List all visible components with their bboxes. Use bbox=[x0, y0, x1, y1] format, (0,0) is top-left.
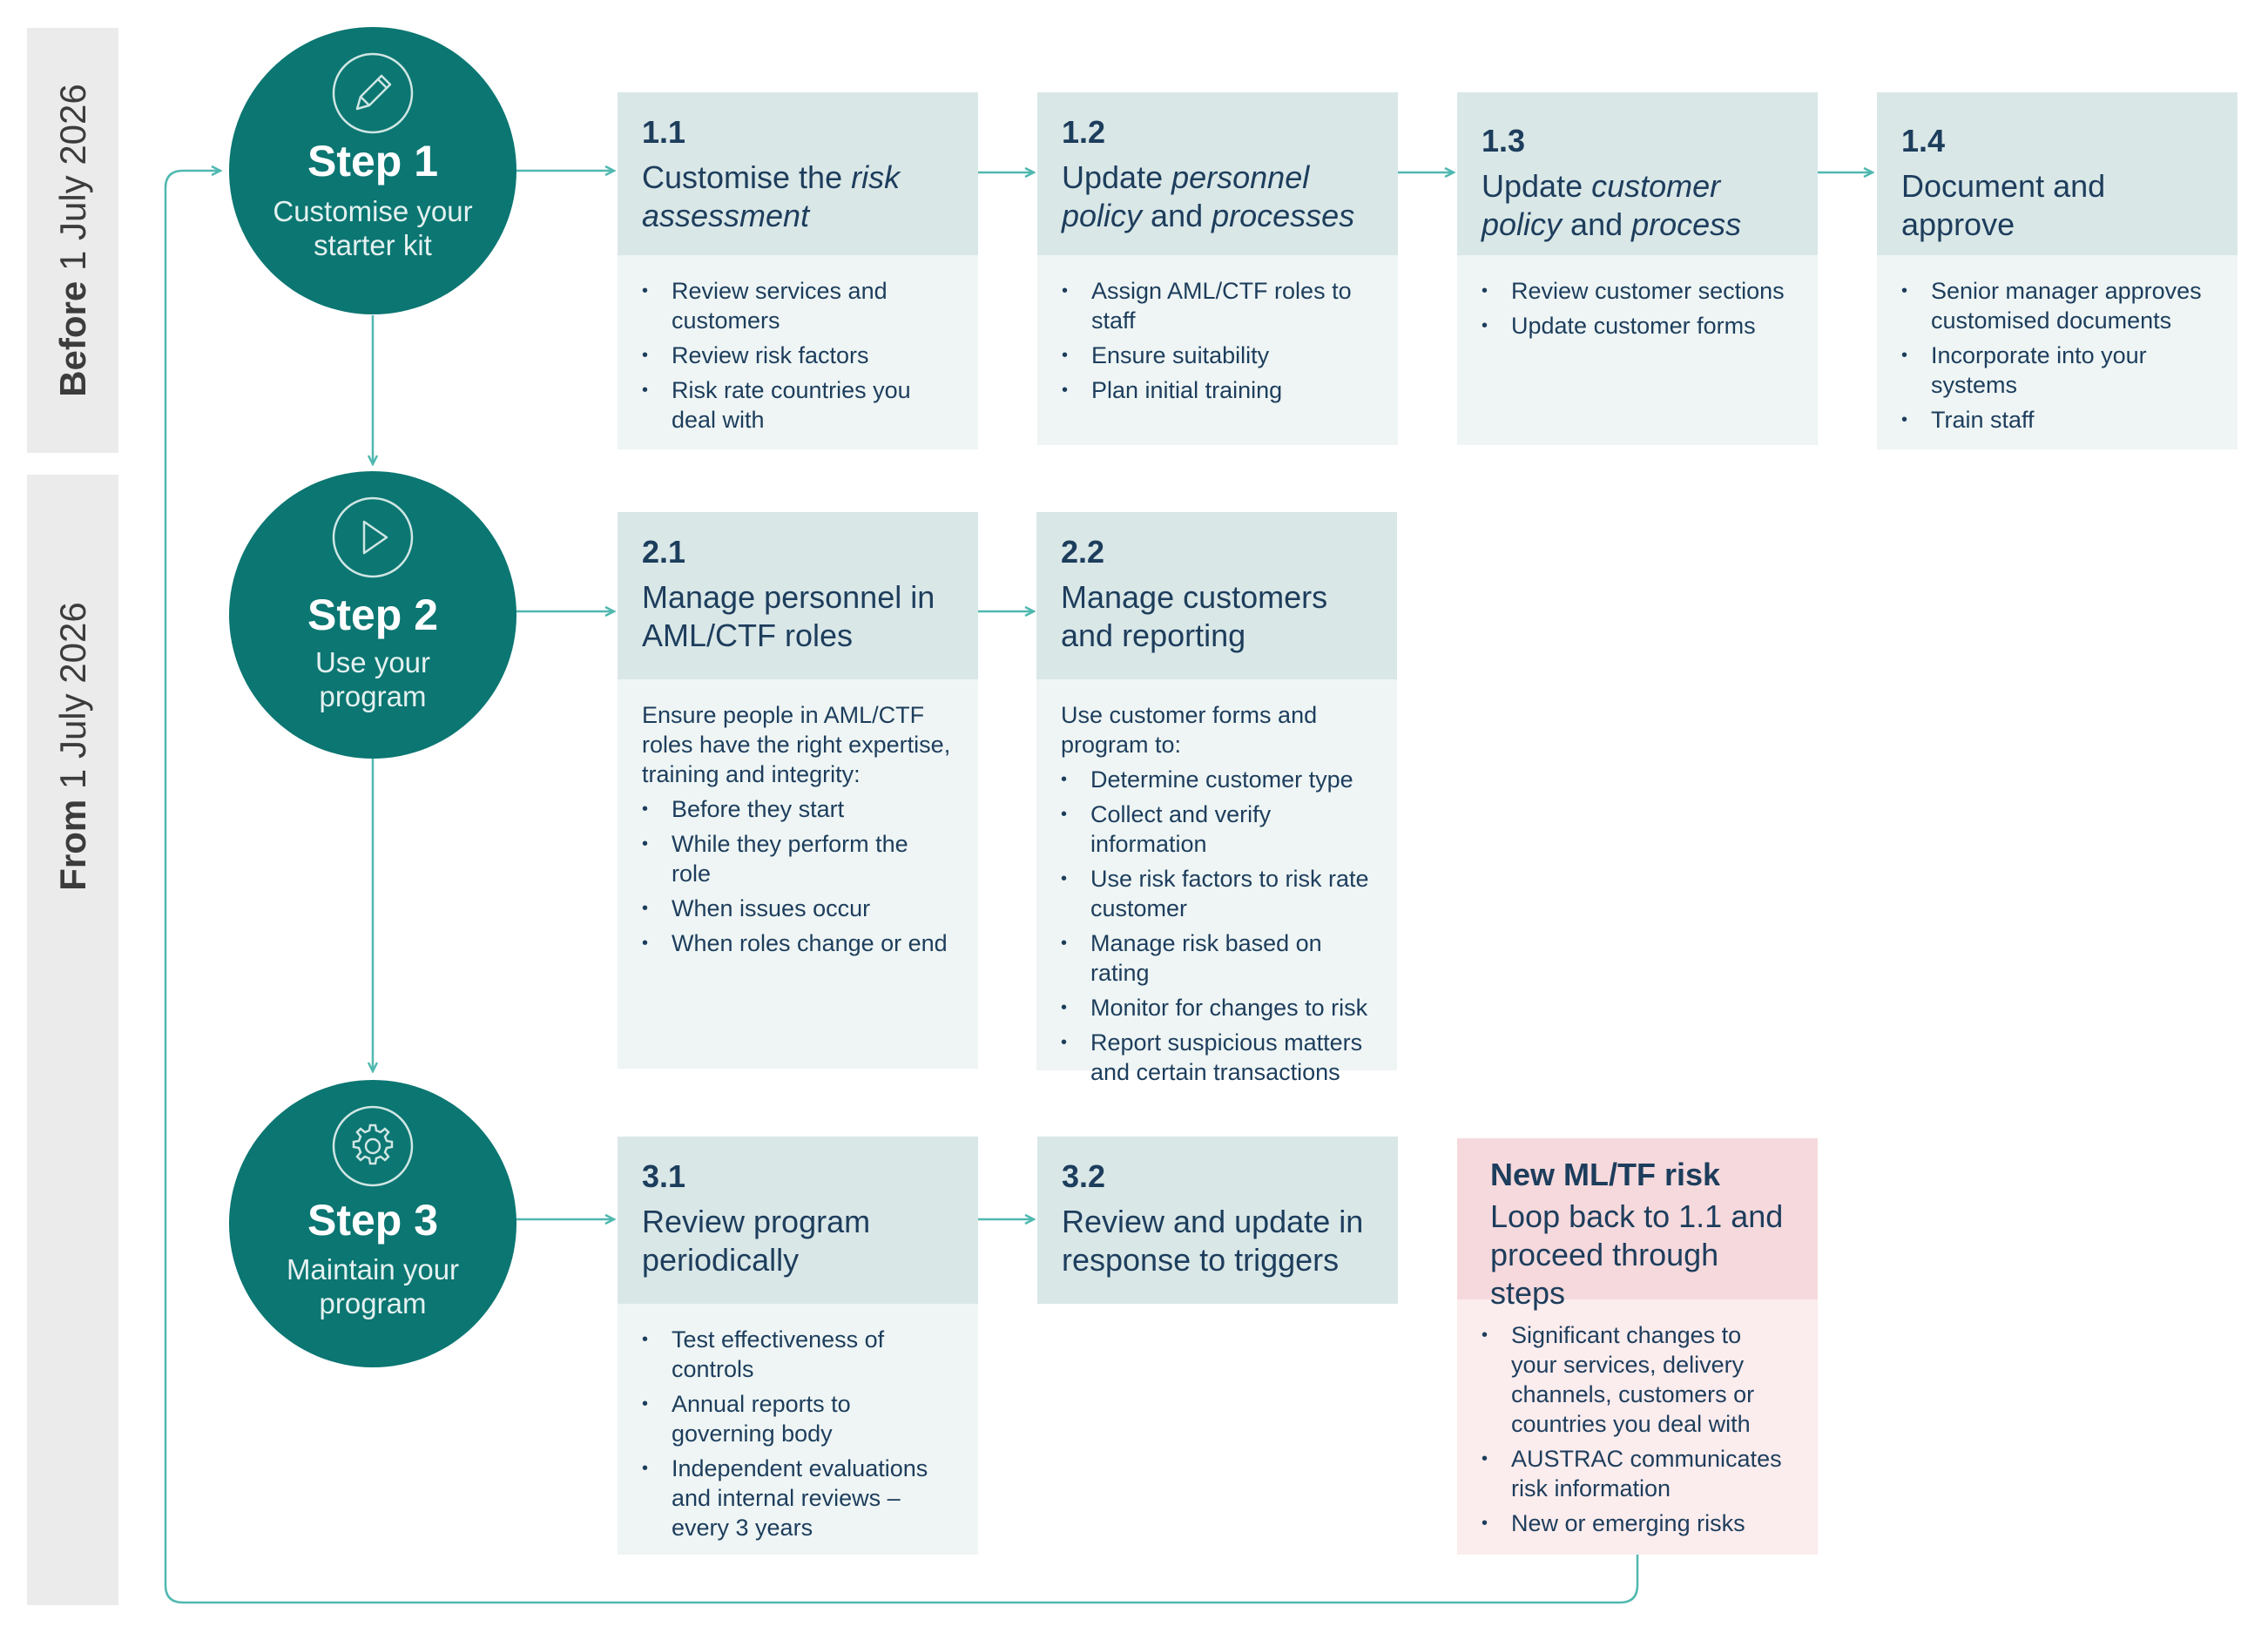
card-1-1: 1.1 Customise the risk assessment Review… bbox=[618, 92, 978, 449]
card-2-1-list: Before they start While they perform the… bbox=[642, 794, 954, 958]
card-2-1-body: Ensure people in AML/CTF roles have the … bbox=[618, 679, 978, 1069]
card-2-2-number: 2.2 bbox=[1061, 534, 1105, 570]
step-1-circle: Step 1 Customise your starter kit bbox=[229, 27, 516, 314]
card-2-2-list: Determine customer type Collect and veri… bbox=[1061, 765, 1373, 1087]
card-new-risk-header: New ML/TF risk Loop back to 1.1 and proc… bbox=[1457, 1138, 1818, 1311]
gear-icon bbox=[332, 1105, 414, 1187]
card-2-2-header: 2.2 Manage customers and reporting bbox=[1036, 512, 1397, 679]
card-1-2-list: Assign AML/CTF roles to staff Ensure sui… bbox=[1062, 276, 1374, 405]
card-new-risk: New ML/TF risk Loop back to 1.1 and proc… bbox=[1457, 1138, 1818, 1555]
card-1-1-number: 1.1 bbox=[642, 114, 686, 150]
list-item: Test effectiveness of controls bbox=[642, 1325, 954, 1384]
card-new-risk-body: Significant changes to your services, de… bbox=[1457, 1299, 1818, 1555]
list-item: While they perform the role bbox=[642, 829, 954, 888]
card-2-2-body: Use customer forms and program to: Deter… bbox=[1036, 679, 1397, 1085]
list-item: Train staff bbox=[1901, 405, 2213, 435]
card-3-2: 3.2 Review and update in response to tri… bbox=[1037, 1137, 1398, 1304]
card-2-2-title: Manage customers and reporting bbox=[1061, 579, 1328, 653]
card-3-1-title: Review program periodically bbox=[642, 1204, 871, 1278]
list-item: Ensure suitability bbox=[1062, 341, 1374, 370]
list-item: Review risk factors bbox=[642, 341, 954, 370]
card-1-4-header: 1.4 Document and approve bbox=[1877, 92, 2238, 255]
step-2-subtitle: Use your program bbox=[314, 646, 431, 712]
list-item: Assign AML/CTF roles to staff bbox=[1062, 276, 1374, 335]
card-1-2-title: Update personnel policy and processes bbox=[1062, 159, 1355, 233]
card-1-3-number: 1.3 bbox=[1482, 123, 1526, 159]
list-item: Manage risk based on rating bbox=[1061, 928, 1373, 988]
card-1-3: 1.3 Update customer policy and process R… bbox=[1457, 92, 1818, 445]
list-item: Senior manager approves customised docum… bbox=[1901, 276, 2213, 335]
card-3-2-title: Review and update in response to trigger… bbox=[1062, 1204, 1364, 1278]
step-3-circle: Step 3 Maintain your program bbox=[229, 1080, 516, 1367]
card-2-1-title: Manage personnel in AML/CTF roles bbox=[642, 579, 935, 653]
card-1-3-header: 1.3 Update customer policy and process bbox=[1457, 92, 1818, 255]
band-before: Before 1 July 2026 bbox=[27, 28, 118, 453]
card-3-1-body: Test effectiveness of controls Annual re… bbox=[618, 1304, 978, 1555]
list-item: When roles change or end bbox=[642, 928, 954, 958]
card-1-2: 1.2 Update personnel policy and processe… bbox=[1037, 92, 1398, 445]
card-1-4-number: 1.4 bbox=[1901, 123, 1946, 159]
card-3-2-header: 3.2 Review and update in response to tri… bbox=[1037, 1137, 1398, 1304]
list-item: Before they start bbox=[642, 794, 954, 824]
card-1-3-body: Review customer sections Update customer… bbox=[1457, 255, 1818, 445]
pencil-icon bbox=[332, 52, 414, 134]
list-item: Update customer forms bbox=[1482, 311, 1793, 341]
card-2-2-intro: Use customer forms and program to: bbox=[1061, 702, 1318, 758]
list-item: Monitor for changes to risk bbox=[1061, 993, 1373, 1022]
card-3-2-number: 3.2 bbox=[1062, 1158, 1106, 1194]
card-new-risk-heading: New ML/TF risk bbox=[1490, 1157, 1721, 1192]
list-item: AUSTRAC communicates risk information bbox=[1482, 1444, 1793, 1503]
card-1-4: 1.4 Document and approve Senior manager … bbox=[1877, 92, 2238, 449]
list-item: Annual reports to governing body bbox=[642, 1389, 954, 1448]
list-item: Review customer sections bbox=[1482, 276, 1793, 306]
card-2-1: 2.1 Manage personnel in AML/CTF roles En… bbox=[618, 512, 978, 1069]
card-2-1-header: 2.1 Manage personnel in AML/CTF roles bbox=[618, 512, 978, 679]
card-1-3-list: Review customer sections Update customer… bbox=[1482, 276, 1793, 341]
band-from: From 1 July 2026 bbox=[27, 475, 118, 1605]
list-item: Use risk factors to risk rate customer bbox=[1061, 864, 1373, 923]
card-3-1-number: 3.1 bbox=[642, 1158, 686, 1194]
list-item: Collect and verify information bbox=[1061, 800, 1373, 859]
list-item: Incorporate into your systems bbox=[1901, 341, 2213, 400]
step-1-subtitle: Customise your starter kit bbox=[273, 195, 473, 261]
list-item: Risk rate countries you deal with bbox=[642, 375, 954, 435]
list-item: Report suspicious matters and certain tr… bbox=[1061, 1028, 1373, 1087]
list-item: Significant changes to your services, de… bbox=[1482, 1320, 1793, 1439]
card-1-1-header: 1.1 Customise the risk assessment bbox=[618, 92, 978, 255]
card-1-1-list: Review services and customers Review ris… bbox=[642, 276, 954, 435]
list-item: When issues occur bbox=[642, 894, 954, 923]
step-2-circle: Step 2 Use your program bbox=[229, 471, 516, 759]
card-new-risk-list: Significant changes to your services, de… bbox=[1482, 1320, 1793, 1538]
card-2-1-intro: Ensure people in AML/CTF roles have the … bbox=[642, 702, 951, 787]
list-item: Determine customer type bbox=[1061, 765, 1373, 794]
list-item: Review services and customers bbox=[642, 276, 954, 335]
step-3-subtitle: Maintain your program bbox=[286, 1253, 460, 1319]
list-item: Plan initial training bbox=[1062, 375, 1374, 405]
loop-back-line bbox=[164, 171, 1639, 1604]
step-1-title: Step 1 bbox=[307, 137, 439, 186]
card-1-3-title: Update customer policy and process bbox=[1482, 168, 1742, 242]
card-2-1-number: 2.1 bbox=[642, 534, 686, 570]
step-3-title: Step 3 bbox=[307, 1196, 439, 1245]
card-1-1-title: Customise the risk assessment bbox=[642, 159, 901, 233]
card-1-2-number: 1.2 bbox=[1062, 114, 1106, 150]
card-3-1-list: Test effectiveness of controls Annual re… bbox=[642, 1325, 954, 1542]
list-item: Independent evaluations and internal rev… bbox=[642, 1454, 954, 1542]
card-1-4-title: Document and approve bbox=[1901, 168, 2106, 242]
card-1-2-header: 1.2 Update personnel policy and processe… bbox=[1037, 92, 1398, 255]
card-3-1: 3.1 Review program periodically Test eff… bbox=[618, 1137, 978, 1555]
card-2-2: 2.2 Manage customers and reporting Use c… bbox=[1036, 512, 1397, 1085]
card-1-4-body: Senior manager approves customised docum… bbox=[1877, 255, 2238, 449]
card-3-1-header: 3.1 Review program periodically bbox=[618, 1137, 978, 1304]
card-new-risk-title: Loop back to 1.1 and proceed through ste… bbox=[1490, 1198, 1784, 1311]
step-2-title: Step 2 bbox=[307, 590, 439, 639]
list-item: New or emerging risks bbox=[1482, 1508, 1793, 1538]
card-1-4-list: Senior manager approves customised docum… bbox=[1901, 276, 2213, 435]
play-icon bbox=[332, 496, 414, 578]
card-1-1-body: Review services and customers Review ris… bbox=[618, 255, 978, 449]
card-1-2-body: Assign AML/CTF roles to staff Ensure sui… bbox=[1037, 255, 1398, 445]
